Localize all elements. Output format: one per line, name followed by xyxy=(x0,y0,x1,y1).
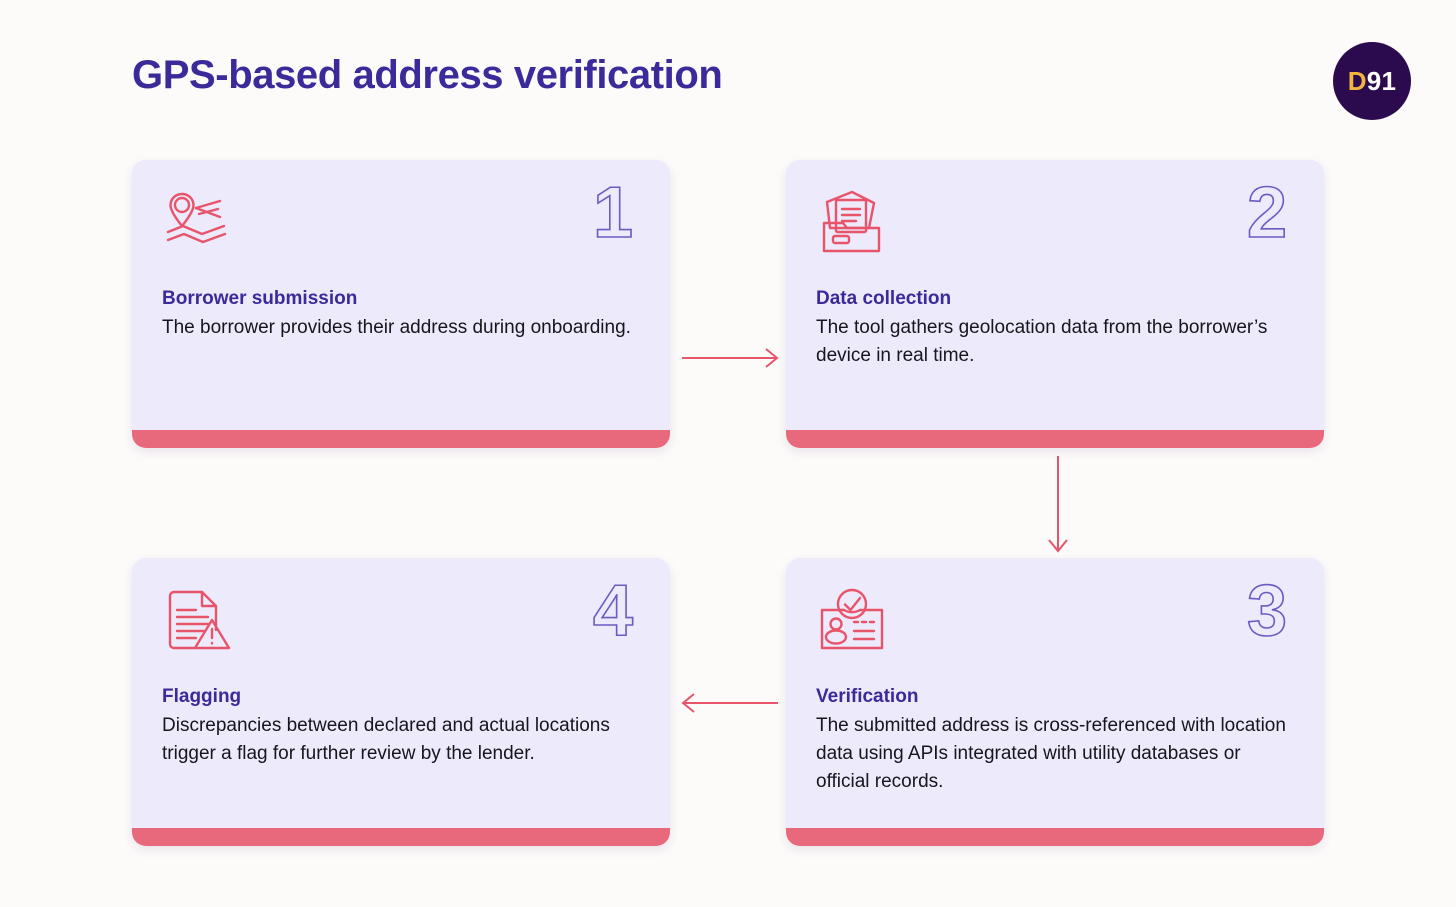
step-card-3-heading: Verification xyxy=(816,686,919,707)
step-card-1[interactable]: 1 Borrower submission The borrower provi… xyxy=(132,160,670,448)
step-card-3[interactable]: 3 Verification The submitted address is … xyxy=(786,558,1324,846)
step-card-4-accent-bar xyxy=(132,828,670,846)
step-card-2-description: The tool gathers geolocation data from t… xyxy=(816,317,1268,367)
step-card-1-heading: Borrower submission xyxy=(162,288,358,309)
map-pin-location-icon xyxy=(166,192,227,244)
arrow-step1-to-step2 xyxy=(682,348,779,368)
step-card-1-body: 1 Borrower submission The borrower provi… xyxy=(132,160,670,430)
id-card-check-icon xyxy=(820,588,884,650)
step-card-1-accent-bar xyxy=(132,430,670,448)
svg-text:2: 2 xyxy=(1247,182,1287,244)
step-number-1: 1 xyxy=(592,182,634,244)
folder-documents-icon xyxy=(822,190,881,253)
step-card-1-description: The borrower provides their address duri… xyxy=(162,317,631,338)
step-card-2-heading: Data collection xyxy=(816,288,952,309)
step-card-3-body: 3 Verification The submitted address is … xyxy=(786,558,1324,828)
step-card-3-description: The submitted address is cross-reference… xyxy=(816,715,1286,793)
logo-letter: D xyxy=(1347,65,1367,96)
document-warning-icon xyxy=(168,590,231,650)
step-card-4-body: 4 Flagging Discrepancies between declare… xyxy=(132,558,670,828)
logo-number: 91 xyxy=(1366,65,1397,96)
arrow-step2-to-step3 xyxy=(1048,456,1068,553)
step-card-4-description: Discrepancies between declared and actua… xyxy=(162,715,610,765)
step-card-2[interactable]: 2 Data collection The tool gathers geolo… xyxy=(786,160,1324,448)
svg-text:1: 1 xyxy=(593,182,633,244)
step-number-4: 4 xyxy=(592,580,634,642)
step-card-2-body: 2 Data collection The tool gathers geolo… xyxy=(786,160,1324,430)
page-title: GPS-based address verification xyxy=(132,53,723,97)
step-number-2: 2 xyxy=(1246,182,1288,244)
step-card-3-accent-bar xyxy=(786,828,1324,846)
svg-text:3: 3 xyxy=(1247,580,1287,642)
svg-text:4: 4 xyxy=(593,580,633,642)
step-number-3: 3 xyxy=(1246,580,1288,642)
step-card-4[interactable]: 4 Flagging Discrepancies between declare… xyxy=(132,558,670,846)
step-card-4-heading: Flagging xyxy=(162,686,242,707)
arrow-step3-to-step4 xyxy=(681,693,778,713)
step-card-2-accent-bar xyxy=(786,430,1324,448)
